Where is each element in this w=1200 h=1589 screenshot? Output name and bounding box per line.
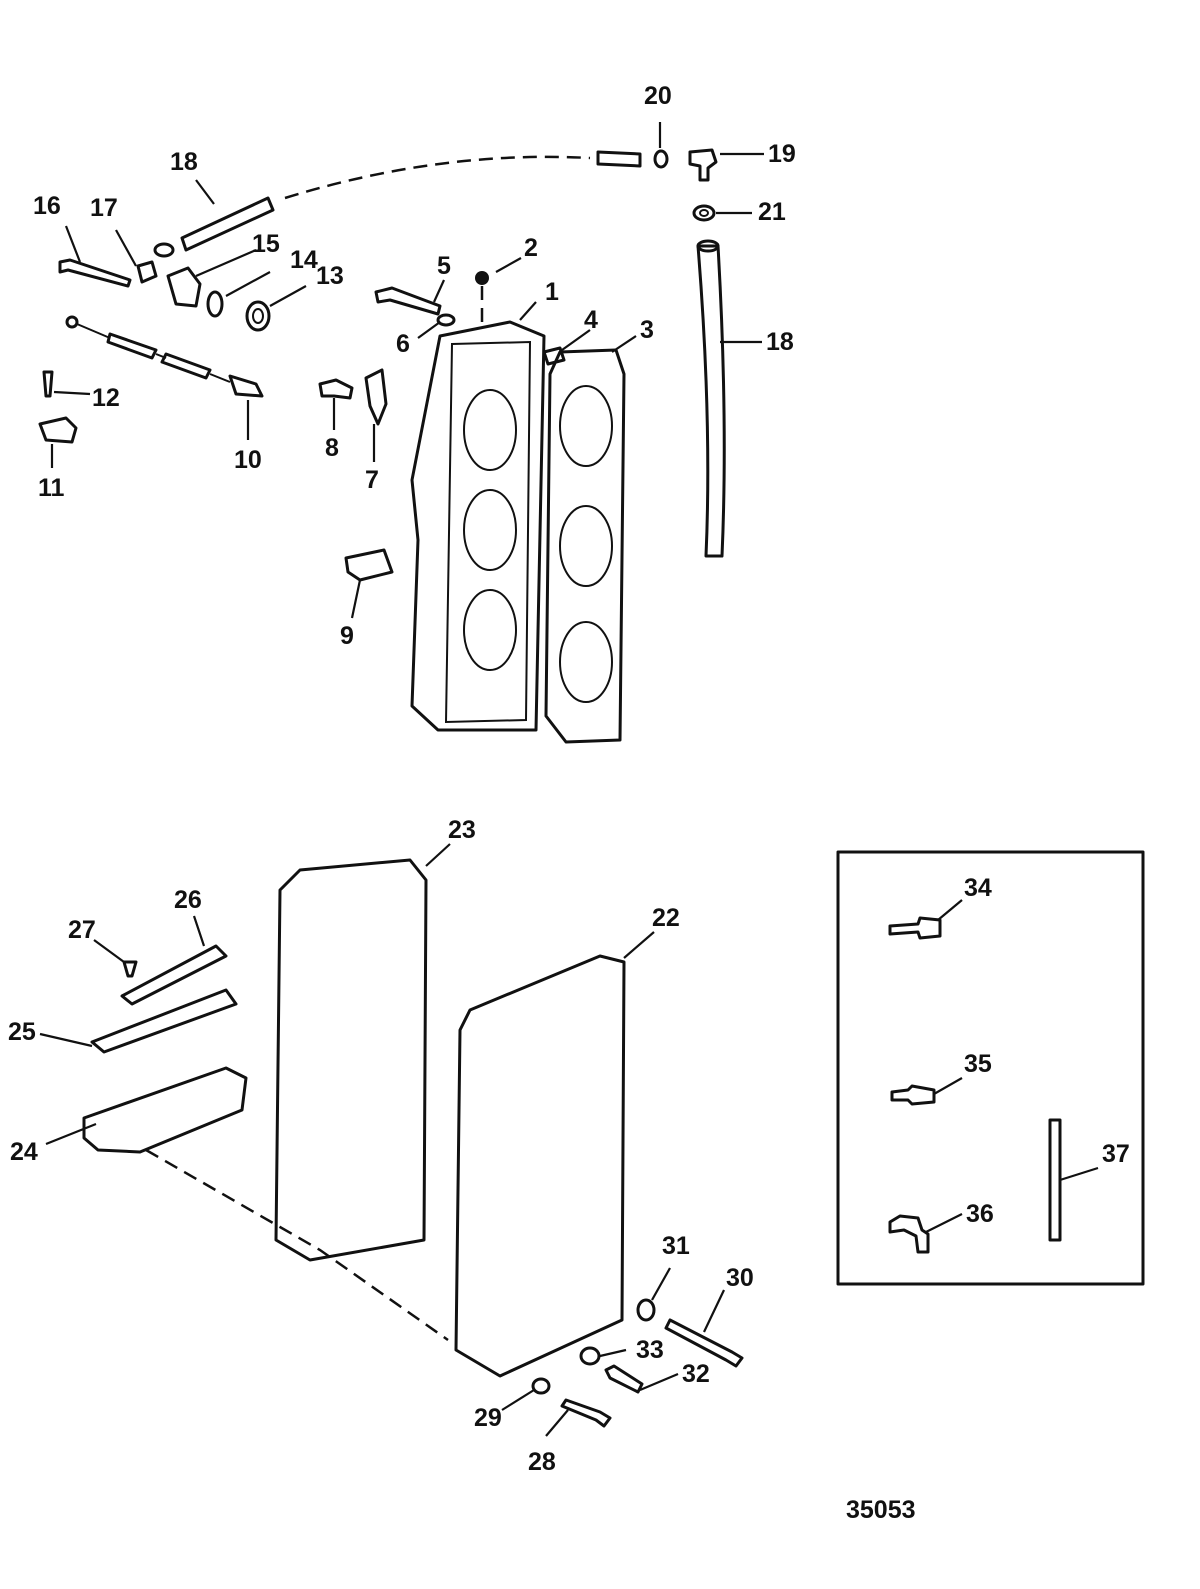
callout-30: 30	[726, 1264, 754, 1292]
clamp-21	[692, 204, 716, 222]
screw-8	[318, 378, 354, 400]
callout-28: 28	[528, 1448, 556, 1476]
leader-lines	[39, 122, 1099, 1437]
callout-29: 29	[474, 1404, 502, 1432]
callout-3: 3	[640, 316, 654, 344]
washer-6	[436, 313, 456, 327]
callout-4: 4	[584, 306, 598, 334]
callout-18-upper: 18	[170, 148, 198, 176]
callout-36: 36	[966, 1200, 994, 1228]
callout-15: 15	[252, 230, 280, 258]
figure-number: 35053	[846, 1496, 916, 1524]
clip-15	[153, 242, 175, 258]
screw-12	[42, 370, 54, 398]
pin-4	[542, 346, 566, 366]
hose-18-vertical	[696, 239, 726, 558]
gasket-23	[274, 858, 428, 1262]
callout-7: 7	[365, 466, 379, 494]
ring-13	[245, 300, 271, 332]
callout-35: 35	[964, 1050, 992, 1078]
fitting-17	[136, 260, 158, 284]
callout-12: 12	[92, 384, 120, 412]
callout-23: 23	[448, 816, 476, 844]
callout-25: 25	[8, 1018, 36, 1046]
elbow-fitting-19	[688, 148, 718, 182]
callout-1: 1	[545, 278, 559, 306]
callout-37: 37	[1102, 1140, 1130, 1168]
callout-11: 11	[38, 474, 65, 502]
hose-segment-20	[596, 149, 669, 169]
callout-9: 9	[340, 622, 354, 650]
callout-33: 33	[636, 1336, 664, 1364]
callout-6: 6	[396, 330, 410, 358]
bolt-5	[374, 286, 442, 316]
fitting-35	[890, 1084, 936, 1106]
callout-8: 8	[325, 434, 339, 462]
callout-21: 21	[758, 198, 786, 226]
hose-18-upper	[180, 155, 591, 252]
bolt-16	[58, 258, 132, 288]
clamp-11	[38, 416, 78, 444]
washer-31	[636, 1298, 656, 1322]
callout-10: 10	[234, 446, 262, 474]
head-gasket-3	[544, 348, 626, 744]
tube-37	[1048, 1118, 1062, 1242]
reed-block-24	[82, 1066, 449, 1342]
washer-29	[531, 1377, 551, 1395]
bolt-30	[664, 1318, 744, 1368]
callout-17: 17	[90, 194, 118, 222]
seal-14	[206, 290, 224, 318]
screw-32	[604, 1364, 644, 1394]
screw-27	[122, 960, 138, 978]
housing-15	[166, 266, 202, 308]
plug-2	[475, 271, 489, 326]
callout-16: 16	[33, 192, 61, 220]
callout-20: 20	[644, 82, 672, 110]
callout-32: 32	[682, 1360, 710, 1388]
callout-19: 19	[768, 140, 796, 168]
callout-34: 34	[964, 874, 992, 902]
callout-31: 31	[662, 1232, 690, 1260]
callout-27: 27	[68, 916, 96, 944]
inset-box	[836, 850, 1145, 1286]
sensor-cable-10	[65, 315, 264, 398]
callout-18-vertical: 18	[766, 328, 794, 356]
callout-14: 14	[290, 246, 318, 274]
washer-33	[579, 1346, 601, 1366]
elbow-fitting-36	[888, 1214, 930, 1254]
bolt-28	[560, 1398, 612, 1428]
stop-plate-26	[120, 944, 228, 1006]
manifold-plate-22	[454, 954, 626, 1378]
cylinder-head-1	[410, 320, 546, 732]
callout-26: 26	[174, 886, 202, 914]
callout-22: 22	[652, 904, 680, 932]
callout-13: 13	[316, 262, 344, 290]
clamp-9	[344, 548, 394, 582]
callout-5: 5	[437, 252, 451, 280]
fitting-34	[888, 916, 942, 940]
callout-2: 2	[524, 234, 538, 262]
bracket-7	[364, 368, 388, 426]
reed-petals-25	[90, 988, 238, 1054]
callout-24: 24	[10, 1138, 38, 1166]
